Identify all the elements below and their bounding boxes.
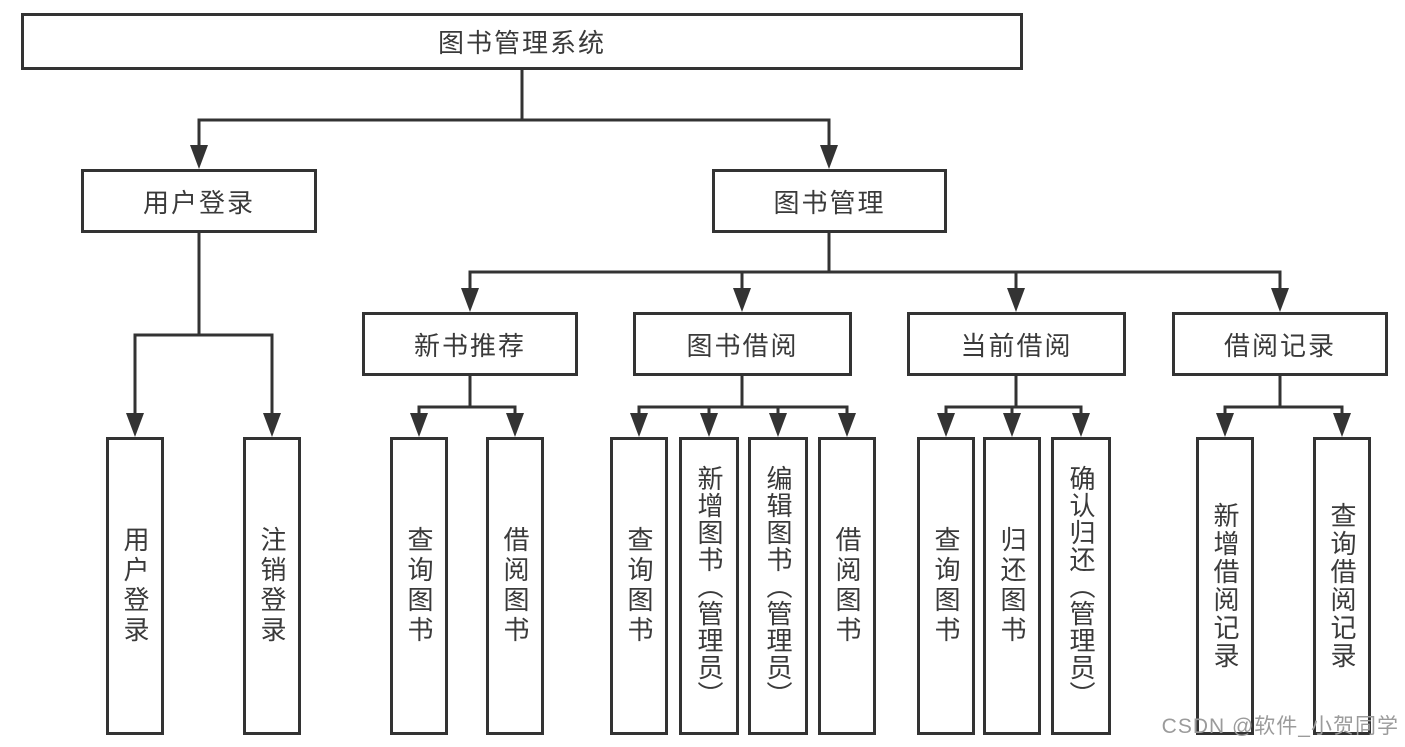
node-root: 图书管理系统 [21, 13, 1023, 70]
leaf-borrow-book-2: 借阅图书 [818, 437, 876, 735]
leaf-add-borrow-record-label: 新增借阅记录 [1210, 502, 1240, 670]
leaf-confirm-return-admin-label: 确认归还（管理员） [1066, 464, 1096, 708]
leaf-user-login: 用户登录 [106, 437, 164, 735]
leaf-borrow-book-1-label: 借阅图书 [500, 526, 530, 646]
node-book-management: 图书管理 [712, 169, 947, 233]
node-root-label: 图书管理系统 [437, 28, 606, 58]
leaf-query-book-1-label: 查询图书 [404, 526, 434, 646]
leaf-return-book: 归还图书 [983, 437, 1041, 735]
leaf-query-borrow-record: 查询借阅记录 [1313, 437, 1371, 735]
leaf-query-book-1: 查询图书 [390, 437, 448, 735]
leaf-query-book-3: 查询图书 [917, 437, 975, 735]
node-new-book-recommend: 新书推荐 [362, 312, 578, 376]
leaf-query-borrow-record-label: 查询借阅记录 [1327, 502, 1357, 670]
node-new-book-recommend-label: 新书推荐 [413, 330, 526, 361]
leaf-add-book-admin-label: 新增图书（管理员） [694, 464, 724, 708]
node-borrow-records-label: 借阅记录 [1223, 330, 1336, 361]
leaf-query-book-2-label: 查询图书 [624, 526, 654, 646]
node-user-login-label: 用户登录 [142, 187, 255, 218]
leaf-logout: 注销登录 [243, 437, 301, 735]
leaf-user-login-label: 用户登录 [120, 526, 150, 646]
leaf-borrow-book-2-label: 借阅图书 [832, 526, 862, 646]
leaf-query-book-3-label: 查询图书 [931, 526, 961, 646]
leaf-edit-book-admin: 编辑图书（管理员） [748, 437, 808, 735]
leaf-borrow-book-1: 借阅图书 [486, 437, 544, 735]
node-user-login: 用户登录 [81, 169, 317, 233]
leaf-add-book-admin: 新增图书（管理员） [679, 437, 739, 735]
leaf-confirm-return-admin: 确认归还（管理员） [1051, 437, 1111, 735]
node-book-borrow: 图书借阅 [633, 312, 852, 376]
leaf-logout-label: 注销登录 [257, 526, 287, 646]
leaf-edit-book-admin-label: 编辑图书（管理员） [763, 464, 793, 708]
node-borrow-records: 借阅记录 [1172, 312, 1388, 376]
csdn-watermark: CSDN @软件_小贺同学 [1161, 715, 1399, 738]
leaf-return-book-label: 归还图书 [997, 526, 1027, 646]
leaf-query-book-2: 查询图书 [610, 437, 668, 735]
node-current-borrow-label: 当前借阅 [960, 330, 1073, 361]
leaf-add-borrow-record: 新增借阅记录 [1196, 437, 1254, 735]
node-current-borrow: 当前借阅 [907, 312, 1126, 376]
node-book-management-label: 图书管理 [773, 187, 886, 218]
node-book-borrow-label: 图书借阅 [686, 330, 799, 361]
